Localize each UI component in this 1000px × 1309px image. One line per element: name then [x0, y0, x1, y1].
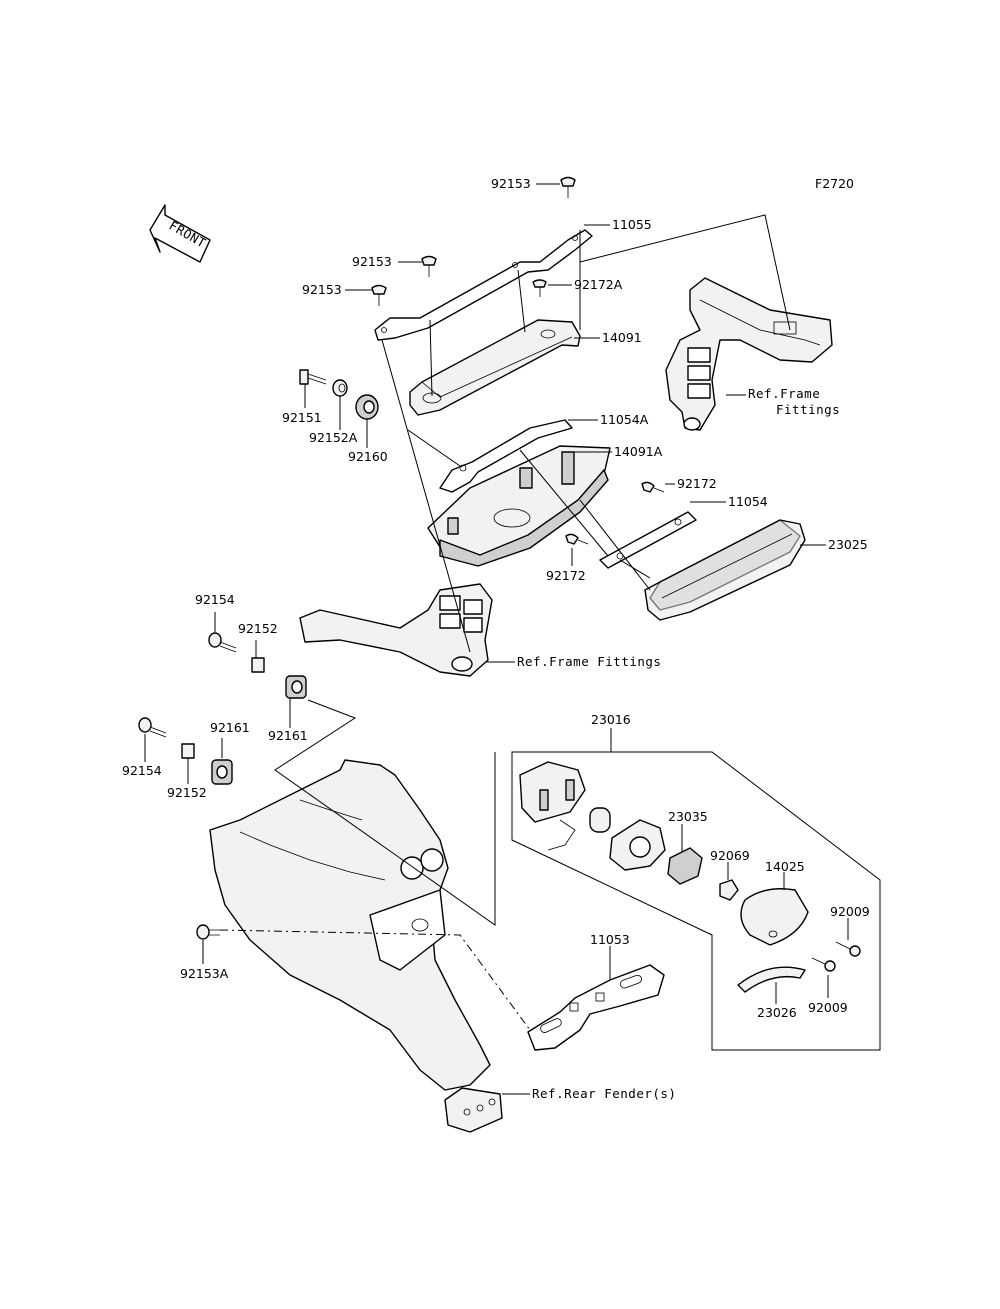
socket-23035 — [667, 847, 703, 885]
label-ref-frame-top-2: Fittings — [776, 402, 840, 417]
label-92161-top: 92161 — [210, 720, 250, 735]
label-ref-frame-top-1: Ref.Frame — [748, 386, 820, 401]
label-92154-bottom: 92154 — [122, 763, 162, 778]
plate-11054 — [599, 511, 697, 569]
bulb-92069 — [719, 879, 739, 901]
cover-14091 — [409, 319, 581, 416]
screw-92153-left — [371, 284, 387, 306]
label-11054: 11054 — [728, 494, 768, 509]
screw-92009-a — [835, 941, 861, 957]
tail-lamp-23025 — [644, 519, 806, 621]
label-ref-frame-mid: Ref.Frame Fittings — [517, 654, 661, 669]
screw-92153-top — [560, 176, 576, 198]
label-23016: 23016 — [591, 712, 631, 727]
collar-92152-bottom — [181, 743, 195, 759]
grommet-92161-bottom — [211, 759, 233, 785]
part-labels: 92153 11055 92153 92153 92172A 14091 921… — [122, 176, 870, 1101]
label-92151: 92151 — [282, 410, 322, 425]
label-11055: 11055 — [612, 217, 652, 232]
label-11054A: 11054A — [600, 412, 649, 427]
label-92154-top: 92154 — [195, 592, 235, 607]
rear-fender — [209, 759, 503, 1133]
label-92160: 92160 — [348, 449, 388, 464]
label-14091A: 14091A — [614, 444, 663, 459]
label-92153-top: 92153 — [491, 176, 531, 191]
label-11053: 11053 — [590, 932, 630, 947]
label-ref-rear-fender: Ref.Rear Fender(s) — [532, 1086, 676, 1101]
bolt-92154-top — [208, 632, 237, 653]
screw-92009-b — [811, 957, 836, 972]
bracket-11055 — [374, 229, 593, 341]
bracket-11054A — [439, 419, 573, 493]
screw-92172-left — [565, 533, 589, 545]
label-92153-mid: 92153 — [352, 254, 392, 269]
label-92152-bottom: 92152 — [167, 785, 207, 800]
label-23026: 23026 — [757, 1005, 797, 1020]
grommet-92160 — [355, 394, 379, 420]
label-14025: 14025 — [765, 859, 805, 874]
label-92009-a: 92009 — [830, 904, 870, 919]
label-92172-left: 92172 — [546, 568, 586, 583]
bracket-11053 — [527, 964, 665, 1051]
label-23025: 23025 — [828, 537, 868, 552]
collar-92152A — [332, 379, 348, 397]
bolt-92151 — [299, 369, 327, 385]
label-92152A: 92152A — [309, 430, 358, 445]
label-92172-right: 92172 — [677, 476, 717, 491]
screw-92172A — [532, 279, 547, 297]
label-23035: 23035 — [668, 809, 708, 824]
label-92161-mid: 92161 — [268, 728, 308, 743]
label-92152-top: 92152 — [238, 621, 278, 636]
label-92009-b: 92009 — [808, 1000, 848, 1015]
front-arrow-icon: FRONT — [149, 204, 211, 263]
label-92069: 92069 — [710, 848, 750, 863]
housing-14091A — [427, 445, 611, 567]
lens-14025 — [740, 888, 809, 946]
label-92153-left: 92153 — [302, 282, 342, 297]
bolt-92154-bottom — [138, 717, 167, 738]
screw-92172-right — [641, 481, 665, 493]
label-92153A: 92153A — [180, 966, 229, 981]
grommet-92161-top — [285, 675, 307, 699]
label-14091: 14091 — [602, 330, 642, 345]
license-lamp-assembly-23016 — [511, 751, 881, 1051]
bolt-92153A — [196, 924, 220, 940]
label-92172A: 92172A — [574, 277, 623, 292]
collar-92152-top — [251, 657, 265, 673]
screw-92153-mid — [421, 255, 437, 277]
leader-lines — [144, 183, 849, 1095]
cover-23026 — [737, 966, 806, 993]
figure-code: F2720 — [815, 176, 854, 191]
frame-fitting-mid — [299, 583, 493, 677]
frame-fitting-top — [665, 277, 833, 431]
